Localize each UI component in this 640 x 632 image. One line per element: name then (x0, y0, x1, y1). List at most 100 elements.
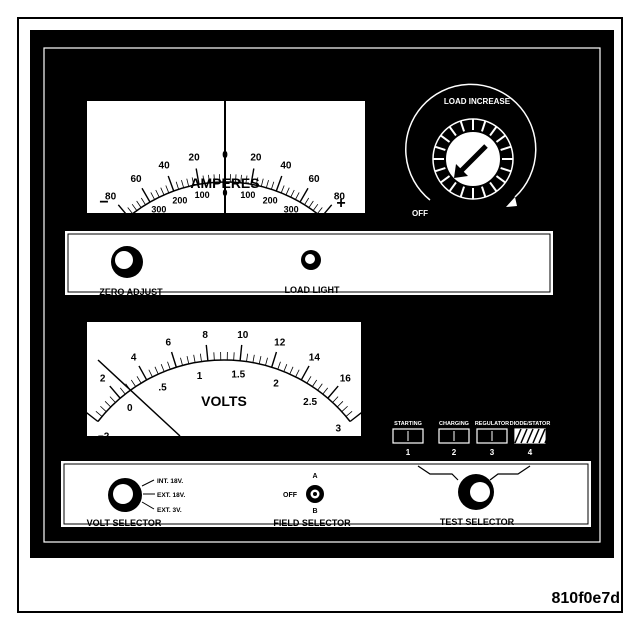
ammeter-outer-label: 60 (308, 174, 320, 185)
ammeter-inner-label: 400 (132, 217, 147, 227)
field-selector-label: FIELD SELECTOR (273, 518, 351, 528)
voltmeter-tick (154, 366, 159, 375)
voltmeter-tick (160, 364, 165, 372)
voltmeter-tick (252, 354, 255, 363)
knob-ridge (440, 134, 451, 144)
ammeter-tick (240, 174, 242, 183)
voltmeter-tick (277, 361, 281, 370)
voltmeter-tick (148, 369, 153, 378)
voltmeter-outer-label: 10 (237, 330, 249, 341)
test-position-number: 3 (490, 448, 495, 457)
voltmeter-inner-label: −2 (98, 432, 110, 443)
knob-ridge (499, 166, 512, 173)
voltmeter-tick (180, 357, 183, 366)
test-position-name: CHARGING (439, 421, 469, 427)
knob-rim (432, 118, 514, 200)
ammeter-tick (325, 214, 332, 221)
ammeter-tick (165, 185, 170, 194)
ammeter-tick (186, 178, 190, 187)
voltmeter-inner-label: 2 (273, 379, 279, 390)
voltmeter-tick (170, 351, 177, 368)
ammeter-tick (250, 168, 255, 185)
volt-selector-knob-cap (113, 484, 133, 504)
knob-ridge (434, 145, 447, 152)
ammeter-inner-label: 300 (284, 205, 299, 215)
voltmeter-outer-label: 6 (166, 337, 172, 348)
voltmeter-tick (239, 344, 243, 361)
ammeter-tick (265, 180, 269, 188)
ammeter-tick (114, 218, 122, 225)
ammeter-inner-label: 200 (263, 195, 278, 205)
voltmeter-tick (336, 401, 344, 408)
field-selector[interactable]: A B OFF FIELD SELECTOR (273, 473, 351, 528)
knob-ridge (434, 166, 447, 173)
voltmeter-tick (271, 351, 278, 368)
voltmeter-arc (97, 359, 351, 422)
load-light-lens (305, 254, 315, 264)
figure-id: 810f0e7d (551, 590, 621, 607)
ammeter-tick (131, 203, 138, 211)
voltmeter-face (87, 322, 361, 436)
ammeter-tick (208, 174, 210, 183)
bottom-control-strip: INT. 18V. EXT. 18V. EXT. 3V. VOLT SELECT… (59, 459, 593, 529)
ammeter-tick (167, 175, 175, 192)
ammeter-inner-label: 300 (151, 205, 166, 215)
voltmeter-tick (327, 385, 339, 399)
ammeter-tick (141, 187, 151, 203)
ammeter-tick (317, 207, 323, 215)
voltmeter-tick (349, 411, 364, 423)
volt-selector[interactable]: INT. 18V. EXT. 18V. EXT. 3V. VOLT SELECT… (87, 478, 186, 528)
load-increase-knob[interactable]: LOAD INCREASE OFF (405, 83, 537, 218)
voltmeter-tick (317, 383, 323, 391)
ammeter-tick (118, 214, 125, 221)
ammeter-tick (270, 181, 275, 190)
voltmeter-inner-label: 0 (127, 403, 133, 414)
panel-inner-border (43, 47, 601, 543)
knob-ridge (448, 126, 458, 137)
volt-option-ext-3v: EXT. 3V. (157, 507, 182, 514)
voltmeter-outer-label: 0 (74, 401, 80, 412)
volt-option-int-18v: INT. 18V. (157, 478, 183, 485)
ammeter-tick (280, 185, 285, 194)
volt-option-ext-18v: EXT. 18V. (157, 492, 186, 499)
voltmeter-ticks (84, 344, 364, 423)
voltmeter-tick (100, 405, 107, 412)
voltmeter-tick (193, 354, 196, 363)
ammeter-inner-label: 100 (195, 190, 210, 200)
ammeter-outer-label: 100 (353, 214, 370, 225)
knob-arc-arrow (506, 197, 517, 207)
voltmeter-outer-label: 18 (366, 401, 378, 412)
voltmeter-label: VOLTS (201, 393, 247, 409)
knob-pointer-head (454, 164, 468, 178)
knob-ridge (480, 120, 487, 133)
ammeter-tick (295, 192, 300, 200)
ammeter-plus: + (336, 195, 345, 212)
ammeter-outer-label: 80 (105, 192, 117, 203)
ammeter-tick (191, 177, 195, 186)
ammeter-tick (290, 189, 295, 198)
test-selector-label: TEST SELECTOR (440, 517, 515, 527)
knob-arc (405, 83, 537, 201)
test-position-indicators: STARTING1CHARGING2REGULATOR3DIODE/STATOR… (392, 421, 552, 457)
ammeter-outer-label: 80 (334, 192, 346, 203)
knob-ridge (488, 181, 498, 192)
knob-ridge (495, 134, 506, 144)
knob-ridge (459, 120, 466, 133)
test-position-name: REGULATOR (475, 421, 509, 427)
ammeter-tick (136, 200, 142, 208)
voltmeter-outer-label: 14 (309, 352, 321, 363)
ammeter-tick (255, 177, 259, 186)
ammeter-inner-label: 100 (240, 190, 255, 200)
voltmeter-tick (199, 353, 202, 362)
voltmeter-outer-label: 4 (131, 352, 137, 363)
test-selector[interactable]: TEST SELECTOR (417, 465, 531, 527)
ammeter: 1008060402002040608010050040030020010001… (80, 101, 370, 243)
knob-ridge (440, 174, 451, 184)
voltmeter-tick (265, 357, 268, 366)
voltmeter-tick (130, 379, 136, 387)
test-position-name: DIODE/STATOR (510, 421, 551, 427)
knob-ridge (488, 126, 498, 137)
ammeter-tick (213, 174, 215, 183)
